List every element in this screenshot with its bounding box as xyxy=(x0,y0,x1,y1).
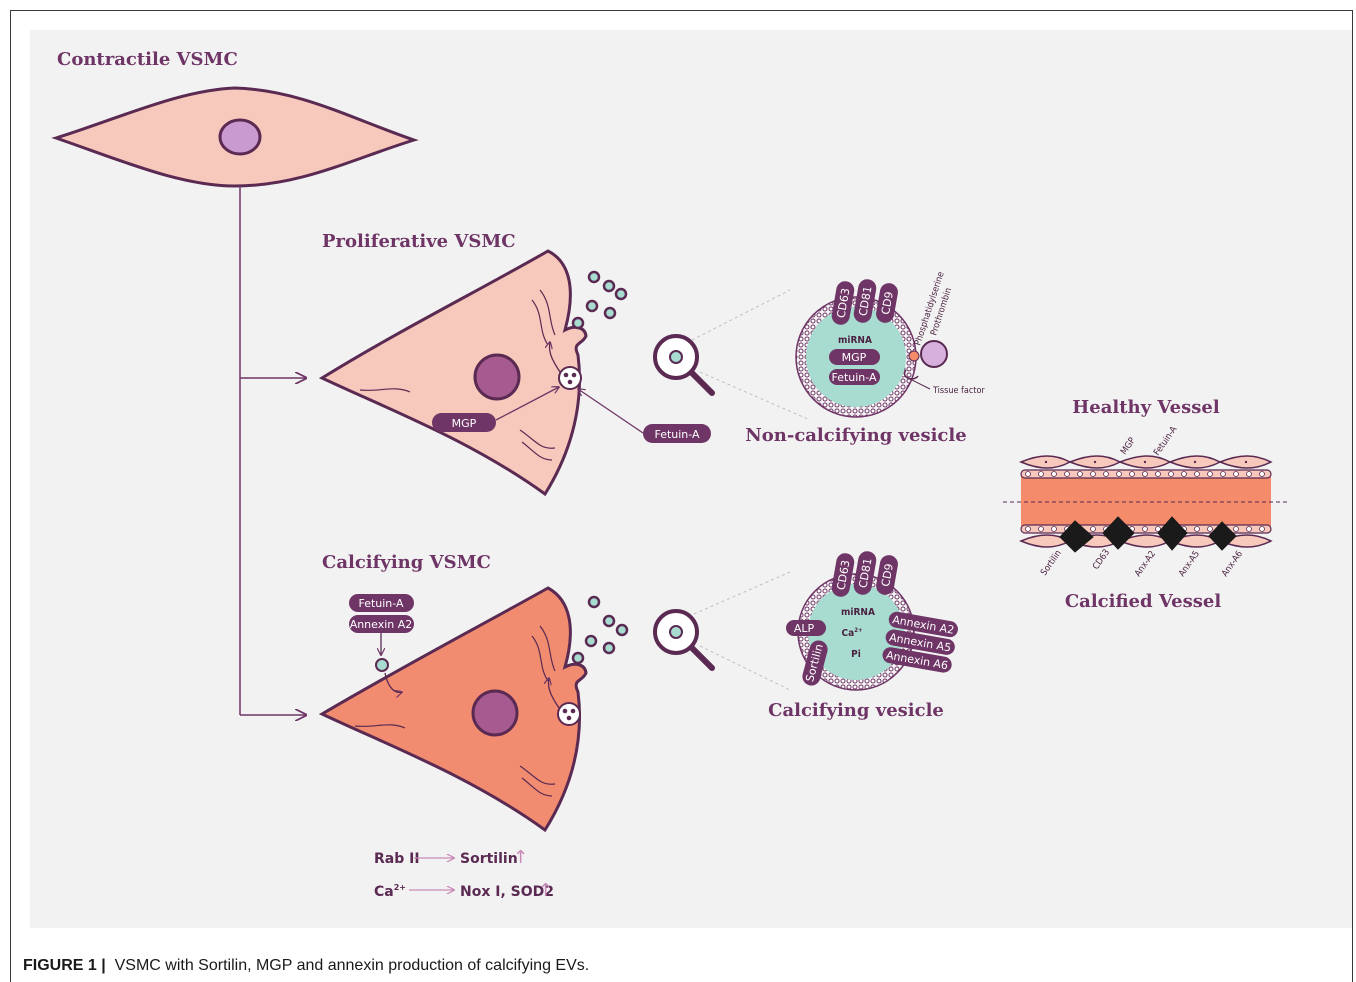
svg-text:Anx-A2: Anx-A2 xyxy=(1133,549,1158,578)
cd81-marker: CD81 xyxy=(853,551,877,595)
svg-text:Tissue factor: Tissue factor xyxy=(932,386,985,396)
svg-text:CD63: CD63 xyxy=(1091,548,1112,572)
svg-text:miRNA: miRNA xyxy=(838,335,872,346)
svg-text:Pi: Pi xyxy=(851,649,861,660)
nucleus-icon xyxy=(218,118,262,156)
svg-text:CD9: CD9 xyxy=(879,291,896,316)
nucleus-icon xyxy=(471,689,519,737)
svg-text:MGP: MGP xyxy=(1119,436,1138,457)
svg-text:CD81: CD81 xyxy=(856,557,874,589)
non-calcifying-vesicle: CD63 CD81 CD9 miRNA MGP Fetuin-A Phospha… xyxy=(795,271,985,418)
svg-text:↑: ↑ xyxy=(513,847,528,868)
vessel-labels-top: MGP Fetuin-A xyxy=(1119,424,1179,457)
mgp-label: MGP xyxy=(432,387,559,432)
svg-text:Ca2+: Ca2+ xyxy=(842,627,863,639)
svg-text:Anx-A5: Anx-A5 xyxy=(1177,549,1202,578)
cd63-marker: CD63 xyxy=(831,553,855,597)
figure-caption: FIGURE 1 | VSMC with Sortilin, MGP and a… xyxy=(23,957,589,975)
caption-label: FIGURE 1 | xyxy=(23,957,106,974)
fetuin-a-label: Fetuin-A xyxy=(578,389,711,443)
nucleus-icon xyxy=(473,353,521,401)
calcifying-title: Calcifying VSMC xyxy=(322,552,491,573)
calcifying-vesicle-title: Calcifying vesicle xyxy=(768,700,944,721)
svg-text:CD81: CD81 xyxy=(856,285,874,317)
released-vesicles xyxy=(571,270,628,330)
svg-text:CD63: CD63 xyxy=(834,559,852,591)
svg-text:ALP: ALP xyxy=(794,622,815,635)
svg-text:MGP: MGP xyxy=(842,351,867,364)
svg-text:MGP: MGP xyxy=(452,417,477,430)
fetuin-annexin-labels: Fetuin-A Annexin A2 xyxy=(349,594,414,655)
proliferative-cell xyxy=(318,249,588,497)
healthy-vessel-title: Healthy Vessel xyxy=(1072,397,1220,418)
svg-text:↑: ↑ xyxy=(538,880,553,901)
pathway-calcium: Ca2+ Nox I, SOD2 ↑ xyxy=(374,880,554,901)
calcifying-vesicle: CD63 CD81 CD9 miRNA Ca2+ Pi ALP Sortilin… xyxy=(786,551,958,691)
magnifier-icon xyxy=(653,571,791,691)
svg-text:miRNA: miRNA xyxy=(841,607,875,618)
svg-text:Nox I, SOD2: Nox I, SOD2 xyxy=(460,884,554,900)
calcifying-cell xyxy=(318,586,588,833)
svg-text:Fetuin-A: Fetuin-A xyxy=(654,428,700,441)
calcification-deposits xyxy=(1059,516,1237,553)
lineage-connectors xyxy=(239,186,306,715)
svg-text:Sortilin: Sortilin xyxy=(460,851,518,867)
figure-frame xyxy=(10,10,1353,982)
svg-text:Sortilin: Sortilin xyxy=(1039,549,1064,578)
svg-text:Anx-A6: Anx-A6 xyxy=(1220,549,1245,578)
svg-text:Annexin A2: Annexin A2 xyxy=(350,618,413,631)
svg-text:Fetuin-A: Fetuin-A xyxy=(358,597,404,610)
svg-text:Fetuin-A: Fetuin-A xyxy=(831,371,877,384)
caption-text: VSMC with Sortilin, MGP and annexin prod… xyxy=(114,957,590,974)
svg-text:Rab II: Rab II xyxy=(374,851,420,867)
magnifier-icon xyxy=(653,289,811,421)
cd9-marker: CD9 xyxy=(876,283,898,323)
vessel-wall xyxy=(1003,455,1288,553)
calcified-vessel-title: Calcified Vessel xyxy=(1065,591,1222,612)
contractile-cell xyxy=(51,86,419,188)
multivesicular-body-icon xyxy=(558,366,582,390)
cd9-marker: CD9 xyxy=(876,555,898,595)
proliferative-title: Proliferative VSMC xyxy=(322,231,516,252)
non-calcifying-vesicle-title: Non-calcifying vesicle xyxy=(745,425,966,446)
pathway-rab: Rab II Sortilin ↑ xyxy=(374,847,528,868)
svg-text:CD63: CD63 xyxy=(834,287,852,319)
cd81-marker: CD81 xyxy=(853,279,877,323)
contractile-title: Contractile VSMC xyxy=(57,49,238,70)
svg-text:CD9: CD9 xyxy=(879,563,896,588)
svg-text:Ca2+: Ca2+ xyxy=(374,883,406,900)
multivesicular-body-icon xyxy=(557,702,581,726)
released-vesicles xyxy=(571,595,629,665)
vessel-labels-bottom: Sortilin CD63 Anx-A2 Anx-A5 Anx-A6 xyxy=(1039,548,1245,579)
svg-text:Fetuin-A: Fetuin-A xyxy=(1152,424,1179,457)
cd63-marker: CD63 xyxy=(831,281,855,325)
